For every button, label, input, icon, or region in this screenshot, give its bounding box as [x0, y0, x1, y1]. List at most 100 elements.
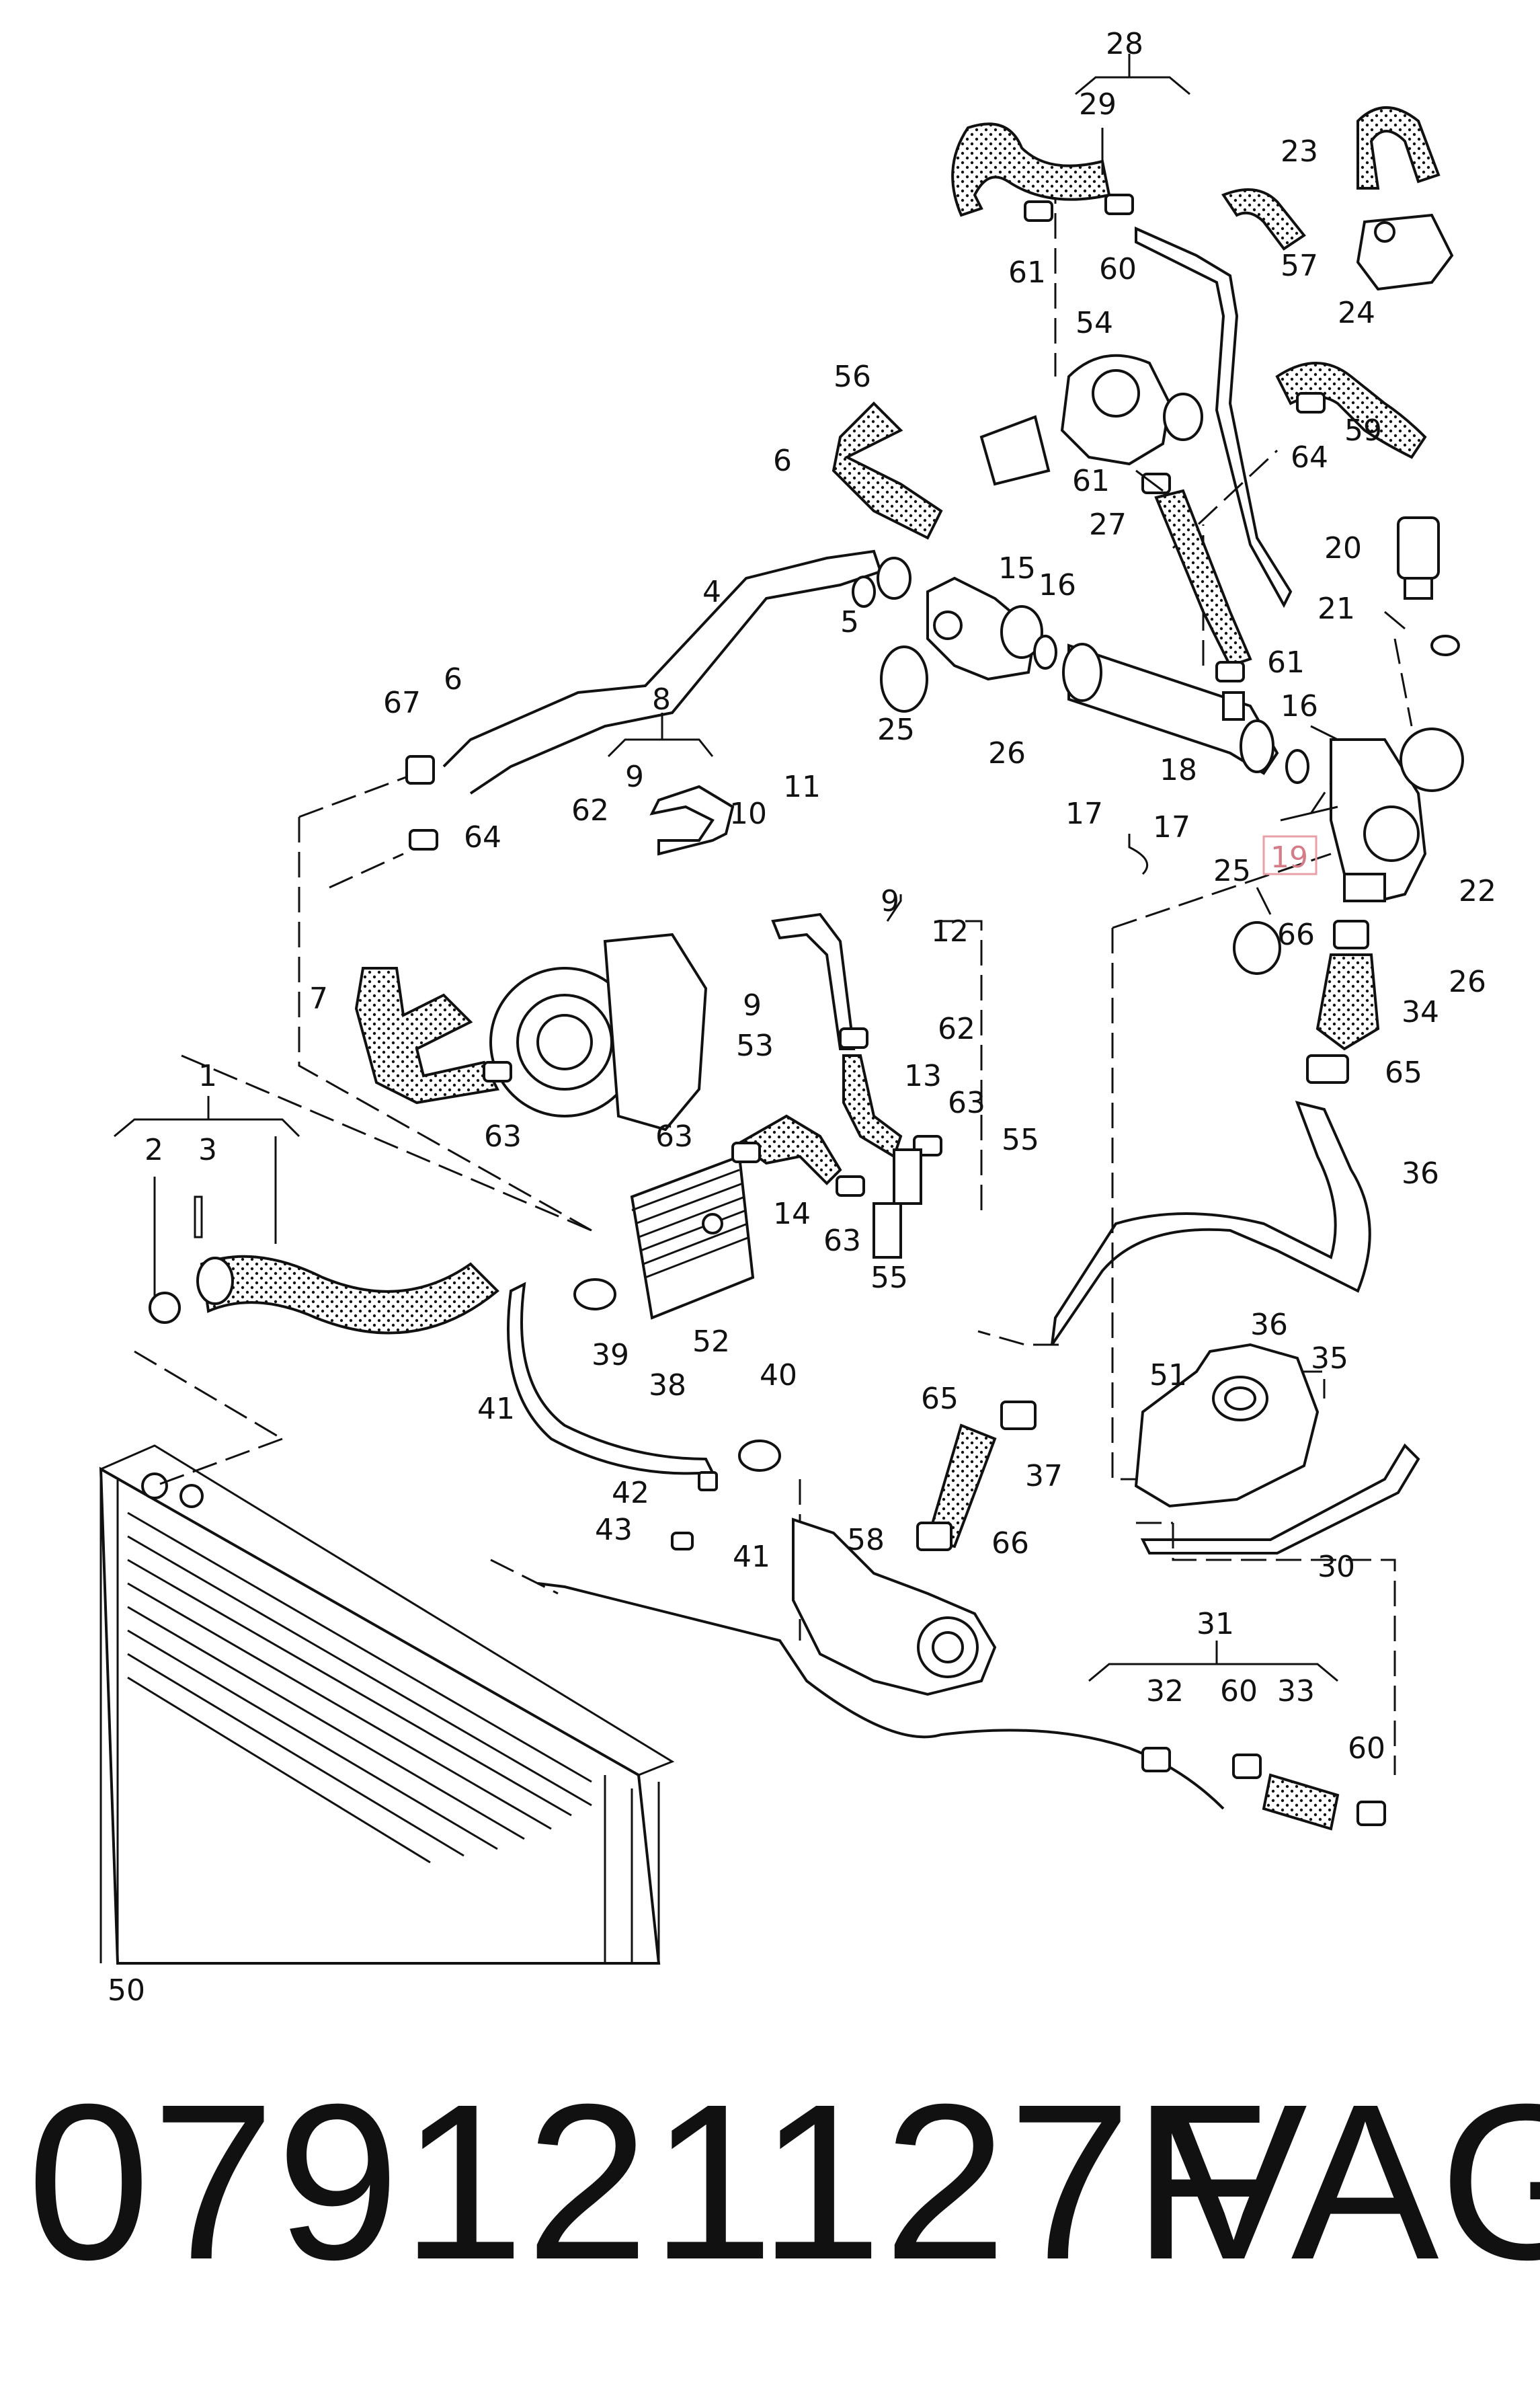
callout-20: 20: [1324, 531, 1362, 565]
callout-40: 40: [760, 1358, 797, 1392]
callout-67: 67: [383, 686, 421, 720]
callout-53: 53: [736, 1029, 774, 1063]
callout-17b: 17: [1153, 810, 1190, 844]
hose-13: [842, 1054, 903, 1158]
hose-7: [354, 967, 499, 1105]
radiator: [99, 1444, 675, 1965]
callout-8: 8: [652, 682, 671, 717]
callout-36a: 36: [1402, 1156, 1439, 1191]
callout-56: 56: [834, 360, 871, 394]
callout-29: 29: [1079, 87, 1117, 122]
hose-1: [200, 1255, 499, 1335]
hose-33: [1262, 1773, 1340, 1831]
callout-61b: 61: [1072, 464, 1110, 498]
callout-63a: 63: [484, 1119, 522, 1154]
callout-9a: 9: [625, 760, 644, 794]
callout-63b: 63: [655, 1119, 693, 1154]
callout-55b: 55: [870, 1261, 908, 1295]
callout-4: 4: [702, 575, 721, 609]
callout-60c: 60: [1348, 1731, 1385, 1766]
callout-5: 5: [840, 605, 859, 639]
callout-30: 30: [1318, 1550, 1355, 1584]
callout-6a: 6: [773, 444, 792, 478]
callout-9c: 9: [743, 988, 762, 1023]
callout-62a: 62: [571, 793, 609, 828]
callout-65a: 65: [1385, 1056, 1422, 1090]
pipe-12: [771, 912, 856, 1050]
pipe-30: [1140, 1443, 1420, 1554]
callout-16a: 16: [1039, 568, 1076, 602]
callout-33: 33: [1277, 1674, 1315, 1708]
pipe-4: [442, 549, 883, 795]
hose-14: [737, 1114, 842, 1185]
callout-labels: 1 2 3 4 5 6 6 7 8 9 9 9 10 11 12 13 14 1…: [108, 27, 1496, 2008]
callout-66b: 66: [991, 1526, 1029, 1561]
callout-55a: 55: [1002, 1123, 1039, 1157]
hose-27: [1154, 489, 1252, 668]
callout-22: 22: [1459, 874, 1496, 908]
callout-19: 19: [1270, 840, 1308, 875]
hose-34: [1315, 953, 1380, 1051]
sensor-20: [1397, 516, 1440, 600]
callout-31: 31: [1197, 1607, 1234, 1641]
callout-24: 24: [1338, 296, 1375, 330]
callout-1: 1: [198, 1059, 217, 1093]
callout-36b: 36: [1250, 1308, 1288, 1342]
callout-43: 43: [595, 1513, 633, 1547]
callout-25b: 25: [1213, 854, 1251, 888]
callout-16b: 16: [1281, 689, 1318, 723]
pipe-28: [1135, 226, 1293, 608]
hose-23: [1356, 106, 1441, 190]
callout-60b: 60: [1220, 1674, 1258, 1708]
callout-12: 12: [931, 914, 969, 949]
part-number: 079121127F: [27, 2057, 1270, 2306]
thermostat-housing-19: [1330, 727, 1464, 903]
callout-7: 7: [309, 982, 328, 1016]
callout-50: 50: [108, 1973, 145, 2008]
callout-41b: 41: [733, 1540, 770, 1574]
callout-59: 59: [1344, 414, 1382, 448]
callout-leaders: [114, 54, 1406, 1682]
callout-34: 34: [1402, 995, 1439, 1029]
expansion-tank-51: [1134, 1343, 1320, 1508]
callout-13: 13: [904, 1059, 942, 1093]
callout-26a: 26: [988, 736, 1026, 771]
connection-flange-15: [926, 576, 1043, 681]
callout-64b: 64: [1291, 440, 1328, 475]
callout-61a: 61: [1008, 255, 1046, 290]
callout-54: 54: [1076, 306, 1113, 340]
oil-cooler-52: [630, 1154, 755, 1320]
callout-25a: 25: [877, 713, 915, 747]
callout-65b: 65: [921, 1382, 959, 1416]
callout-63c: 63: [948, 1086, 985, 1120]
callout-38: 38: [649, 1368, 686, 1403]
pipe-9: [649, 785, 735, 856]
clamps-and-rings: [149, 194, 1460, 1826]
coolant-pump-58: [792, 1518, 997, 1696]
callout-42: 42: [612, 1476, 649, 1510]
callout-28: 28: [1106, 27, 1143, 61]
brand-name: VAG: [1160, 2057, 1540, 2306]
hose-37: [926, 1423, 997, 1548]
callout-57: 57: [1281, 249, 1318, 283]
cooling-system-exploded-diagram: 1 2 3 4 5 6 6 7 8 9 9 9 10 11 12 13 14 1…: [99, 27, 1496, 2008]
callout-61c: 61: [1267, 645, 1305, 680]
valve-54: [979, 354, 1203, 486]
hose-57: [1221, 188, 1306, 251]
callout-52: 52: [692, 1325, 730, 1359]
callout-23: 23: [1281, 134, 1318, 169]
callout-64a: 64: [464, 820, 501, 855]
callout-66a: 66: [1277, 918, 1315, 952]
callout-14: 14: [773, 1197, 811, 1231]
callout-19-highlight: [1262, 835, 1318, 875]
callout-58: 58: [847, 1523, 885, 1557]
callout-9b: 9: [881, 884, 899, 918]
callout-3: 3: [198, 1133, 217, 1167]
pipe-35: [1051, 1101, 1371, 1346]
callout-2: 2: [145, 1133, 163, 1167]
callout-35: 35: [1311, 1341, 1348, 1376]
callout-32: 32: [1146, 1674, 1184, 1708]
callout-6b: 6: [444, 662, 462, 697]
callout-18: 18: [1160, 753, 1197, 787]
callout-60a: 60: [1099, 252, 1137, 286]
